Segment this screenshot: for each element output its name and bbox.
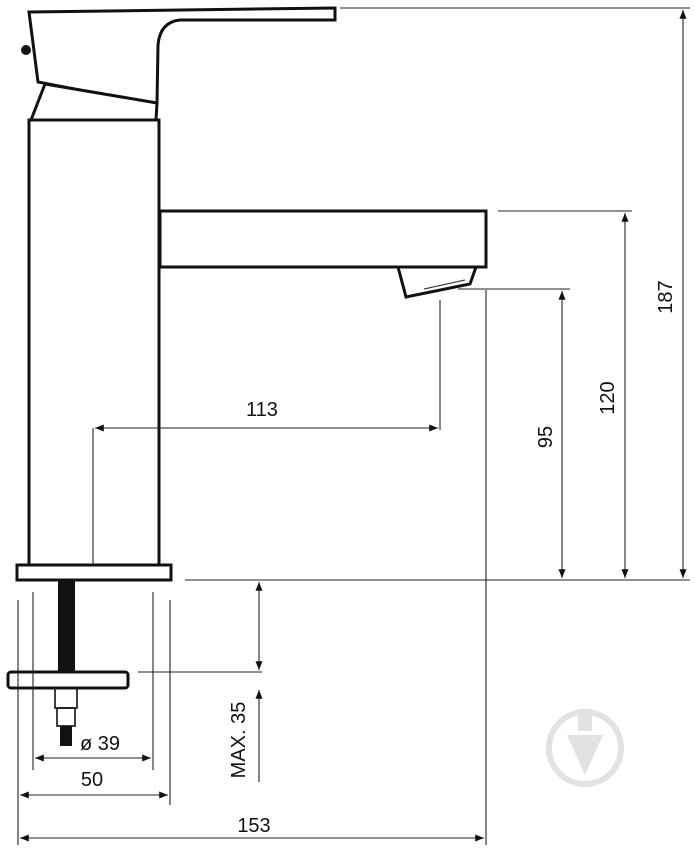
lever-handle xyxy=(21,6,337,122)
dim-total-height: 187 xyxy=(655,280,677,313)
extension-lines xyxy=(17,7,690,845)
dim-total-width: 153 xyxy=(237,815,270,837)
dim-spout-reach: 113 xyxy=(246,399,278,421)
dim-base-width: 50 xyxy=(81,769,103,791)
dim-max-thickness: MAX. 35 xyxy=(228,702,250,779)
mounting-assembly xyxy=(6,563,173,746)
dim-spout-height: 120 xyxy=(597,381,619,414)
dim-outlet-height: 95 xyxy=(535,426,557,448)
dimension-lines xyxy=(20,10,687,842)
faucet-body xyxy=(27,118,488,567)
watermark-logo-bottom xyxy=(546,709,624,787)
dim-thread-diameter: ø 39 xyxy=(80,733,120,755)
